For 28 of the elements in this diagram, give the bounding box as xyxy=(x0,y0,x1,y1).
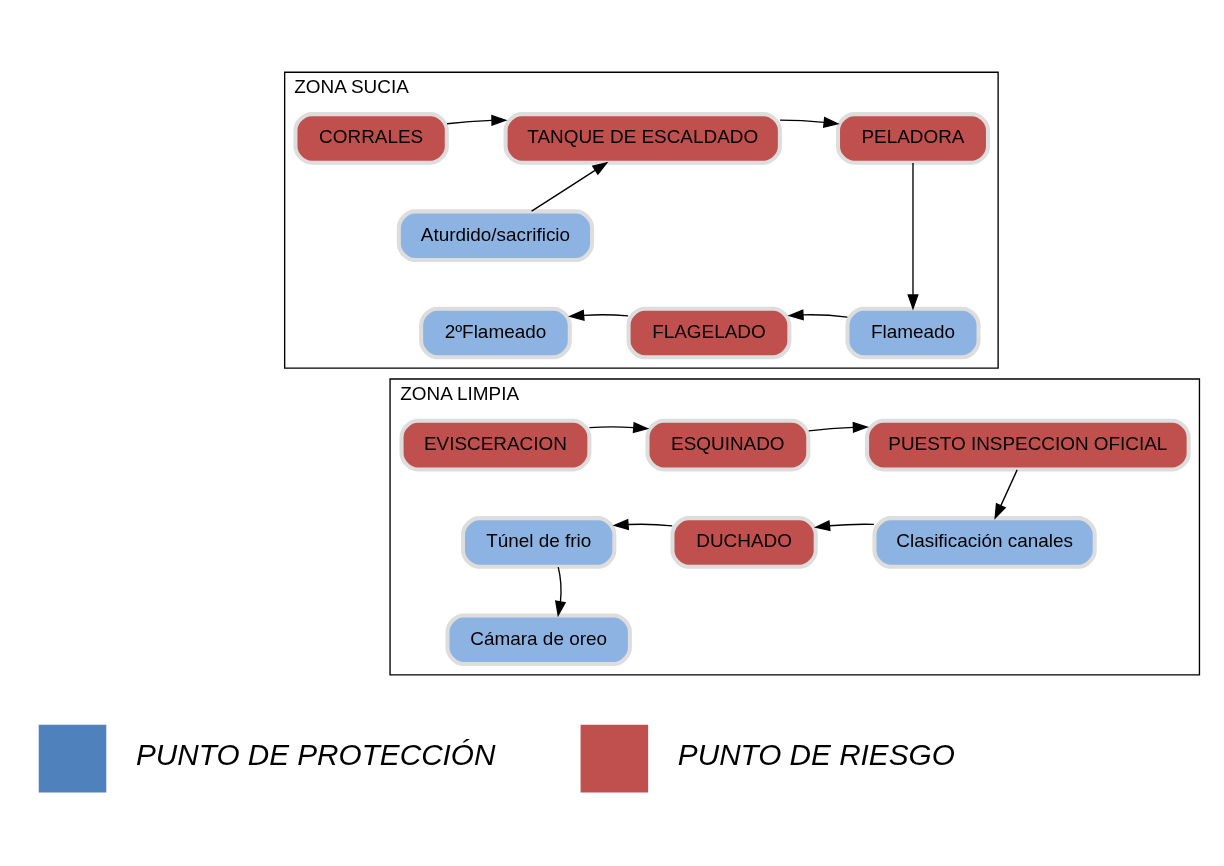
arrow xyxy=(530,161,609,212)
arrow xyxy=(994,469,1018,520)
node-box: Túnel de frio xyxy=(461,516,617,569)
node-box: Clasificación canales xyxy=(872,516,1097,569)
node-box: FLAGELADO xyxy=(626,306,792,360)
arrow xyxy=(779,116,840,128)
arrow xyxy=(813,520,875,532)
arrow xyxy=(787,309,849,321)
node-box: PELADORA xyxy=(835,112,990,165)
node-box: TANQUE DE ESCALDADO xyxy=(503,112,782,165)
node-box: ESQUINADO xyxy=(645,418,811,472)
arrow xyxy=(588,421,650,434)
node-box: Aturdido/sacrificio xyxy=(396,209,595,263)
arrow xyxy=(907,162,919,311)
legend-label: PUNTO DE PROTECCIÓN xyxy=(136,737,496,771)
node-box: Cámara de oreo xyxy=(445,613,632,667)
arrow xyxy=(808,421,869,434)
node-box: PUESTO INSPECCION OFICIAL xyxy=(865,418,1191,472)
node-box: 2ºFlameado xyxy=(419,306,572,360)
node-box: EVISCERACION xyxy=(399,418,592,472)
legend-label: PUNTO DE RIESGO xyxy=(677,737,955,771)
node-box: DUCHADO xyxy=(670,516,818,569)
arrow xyxy=(554,566,567,618)
arrow xyxy=(568,309,629,321)
arrow xyxy=(612,518,673,531)
arrow xyxy=(446,114,508,127)
node-box: Flameado xyxy=(845,306,981,360)
node-box: CORRALES xyxy=(293,112,449,165)
